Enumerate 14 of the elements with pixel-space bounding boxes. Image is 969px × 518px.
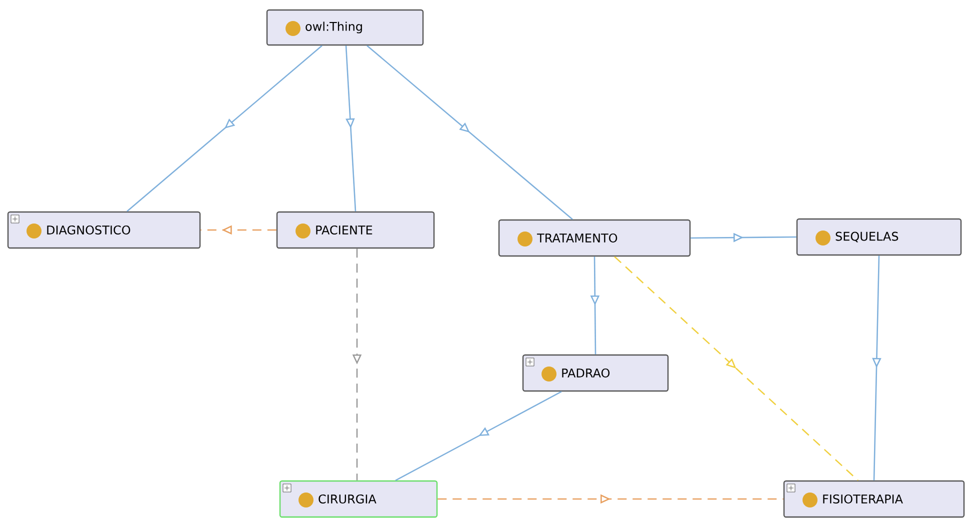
class-box: PADRAO	[522, 354, 669, 392]
class-box: owl:Thing	[266, 9, 424, 46]
arrow	[366, 45, 573, 220]
arrow	[126, 45, 322, 212]
class-box: DIAGNOSTICO	[7, 211, 201, 249]
class-box: CIRURGIA	[279, 480, 438, 518]
class-box: SEQUELAS	[796, 218, 962, 256]
arrow	[345, 46, 356, 212]
arrow	[395, 391, 562, 481]
arrow	[614, 256, 858, 481]
class-box: FISIOTERAPIA	[783, 480, 965, 518]
arrow	[872, 256, 882, 480]
class-box: PACIENTE	[276, 211, 435, 249]
class-box: TRATAMENTO	[498, 219, 691, 257]
